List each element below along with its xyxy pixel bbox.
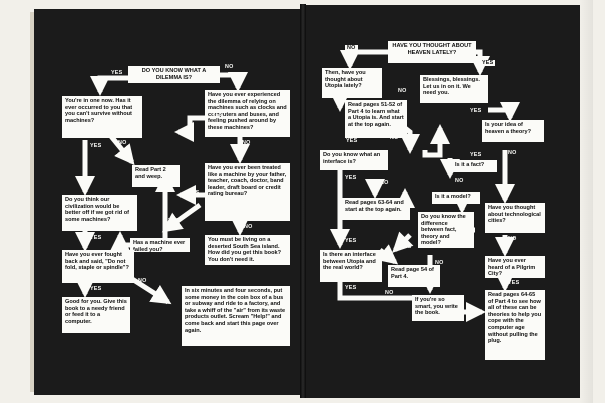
label-no: NO (385, 290, 394, 296)
arrow (340, 49, 388, 70)
box-heaven-theory: Is your idea of heaven a theory? (482, 120, 544, 142)
label-yes: YES (346, 138, 358, 144)
arrow (220, 72, 248, 92)
label-no: NO (398, 88, 407, 94)
box-fact: Is it a fact? (452, 160, 497, 172)
box-dilemma: DO YOU KNOW WHAT A DILEMMA IS? (128, 66, 220, 83)
label-yes: YES (480, 60, 496, 66)
label-yes: YES (400, 244, 412, 250)
label-no: NO (242, 140, 251, 146)
arrow (174, 115, 205, 142)
box-blessings: Blessings, blessings. Let us in on it. W… (420, 75, 488, 103)
box-good-for-you: Good for you. Give this book to a needy … (62, 297, 130, 333)
arrow (90, 75, 128, 96)
box-machine-failed: Has a machine ever failed you? (130, 238, 190, 252)
box-technological: Have you thought about technological cit… (485, 203, 545, 233)
box-model: Is it a model? (432, 192, 480, 204)
label-yes: YES (90, 286, 102, 292)
label-no: NO (345, 45, 358, 51)
box-read-part2: Read Part 2 and weep. (132, 165, 180, 187)
box-difference: Do you know the difference between fact,… (418, 212, 474, 248)
box-interface: Do you know what an interface is? (320, 150, 388, 170)
label-yes: YES (188, 190, 200, 196)
label-yes: YES (345, 238, 357, 244)
box-heaven: HAVE YOU THOUGHT ABOUT HEAVEN LATELY? (388, 41, 476, 63)
label-no: NO (138, 278, 147, 284)
label-yes: YES (465, 200, 477, 206)
box-in-one-now: You're in one now. Has it ever occurred … (62, 96, 142, 138)
arrow (422, 124, 450, 158)
box-is-there-interface: Is there an interface between Utopia and… (320, 250, 382, 282)
label-yes: YES (470, 108, 482, 114)
arrow (488, 102, 520, 122)
label-yes: YES (345, 285, 357, 291)
label-yes: YES (345, 175, 357, 181)
label-no: NO (380, 180, 389, 186)
box-desert-island: You must be living on a deserted South S… (205, 235, 290, 265)
box-pilgrim: Have you ever heard of a Pilgrim City? (485, 256, 545, 278)
label-yes: YES (168, 218, 180, 224)
label-no: NO (244, 224, 253, 230)
label-no: NO (455, 178, 464, 184)
label-yes: YES (90, 235, 102, 241)
box-read-51-52: Read pages 51-52 of Part 4 to learn what… (345, 100, 407, 138)
arrow (376, 244, 399, 265)
box-utopia: Then, have you thought about Utopia late… (322, 68, 382, 98)
page-edge (30, 12, 36, 392)
box-treated-like-machine: Have you ever been treated like a machin… (205, 163, 290, 221)
box-read-64-65: Read pages 64-65 of Part 4 to see how al… (485, 290, 545, 360)
box-experienced-dilemma: Have you ever experienced the dilemma of… (205, 90, 290, 137)
label-no: NO (390, 135, 399, 141)
box-six-minutes: In six minutes and four seconds, put som… (182, 286, 290, 346)
box-civilization: Do you think our civilization would be b… (62, 195, 137, 231)
label-no: NO (225, 64, 234, 70)
arrow (108, 133, 135, 166)
box-read-63-64: Read pages 63-64 and start at the top ag… (342, 198, 410, 220)
label-yes: YES (90, 143, 102, 149)
arrow (161, 202, 202, 233)
label-yes: YES (212, 112, 224, 118)
label-no: NO (435, 260, 444, 266)
label-yes: YES (508, 280, 520, 286)
arrow (110, 231, 130, 251)
box-read-54: Read page 54 of Part 4. (388, 265, 440, 287)
label-no: NO (508, 236, 517, 242)
label-no: NO (118, 140, 127, 146)
box-smart: If you're so smart, you write the book. (412, 295, 464, 321)
label-no: NO (120, 226, 129, 232)
page-shadow (579, 0, 593, 403)
label-yes: YES (470, 152, 482, 158)
book-gutter (300, 4, 306, 398)
box-fought-back: Have you ever fought back and said, "Do … (62, 250, 134, 283)
label-no: NO (508, 150, 517, 156)
label-yes: YES (111, 70, 123, 76)
